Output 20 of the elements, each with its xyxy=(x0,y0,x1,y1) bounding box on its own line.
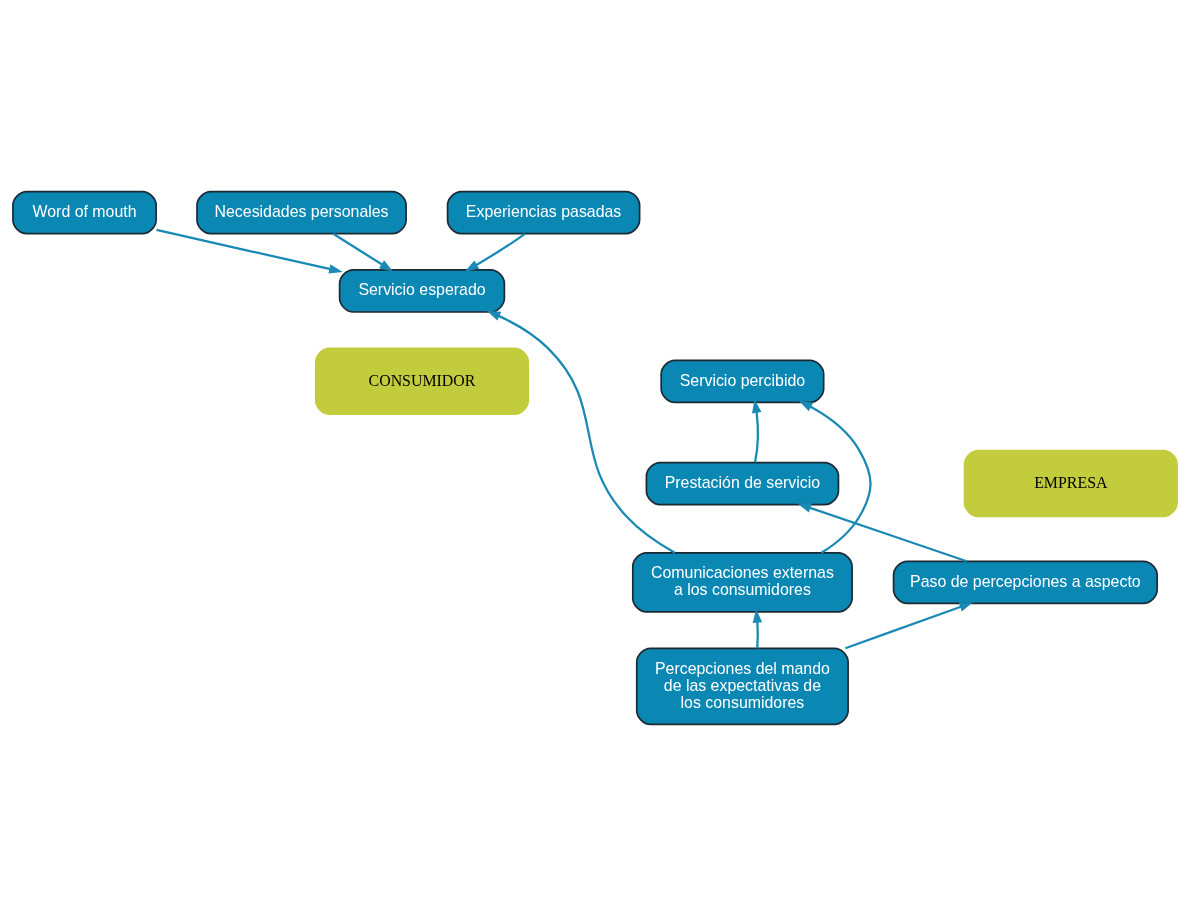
arrow xyxy=(332,232,394,272)
arrow xyxy=(752,398,762,462)
arrow xyxy=(797,502,968,562)
arrow xyxy=(486,310,676,554)
arrow xyxy=(752,608,763,648)
node-box: Servicio esperado xyxy=(338,268,506,313)
node-box: Paso de percepciones a aspecto xyxy=(892,560,1158,604)
node-box: Necesidades personales xyxy=(196,190,407,234)
node-box: CONSUMIDOR xyxy=(314,347,530,415)
node-box: Percepciones del mando de las expectativas de los consumidores xyxy=(635,646,849,725)
node-box: Prestación de servicio xyxy=(645,461,840,505)
arrow xyxy=(156,228,343,274)
node-box: Servicio percibido xyxy=(660,358,825,403)
arrow xyxy=(798,400,872,554)
node-box: Comunicaciones externas a los consumidores xyxy=(631,551,853,613)
arrow xyxy=(845,601,974,649)
node-box: EMPRESA xyxy=(963,449,1178,517)
arrow xyxy=(464,232,526,271)
node-box: Experiencias pasadas xyxy=(446,190,641,234)
node-box: Word of mouth xyxy=(12,190,157,234)
